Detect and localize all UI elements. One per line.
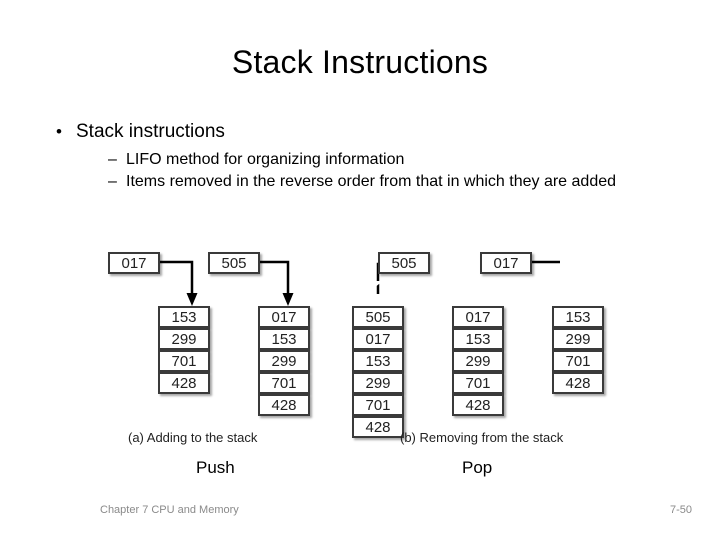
page-title: Stack Instructions — [231, 44, 489, 80]
bullet-level2-group: – LIFO method for organizing information… — [108, 150, 696, 193]
bullet-list: • Stack instructions – LIFO method for or… — [56, 120, 696, 193]
stack-cell: 299 — [352, 372, 404, 394]
stack-cell: 299 — [258, 350, 310, 372]
outgoing-value-b: 505 — [378, 252, 430, 274]
stack-diagram: 017 505 505 017 153 299 701 428 017 153 … — [100, 248, 630, 448]
bullet-level1: • Stack instructions — [56, 120, 696, 144]
stack-cell: 299 — [552, 328, 604, 350]
stack-cell: 428 — [158, 372, 210, 394]
list-item: – LIFO method for organizing information — [108, 150, 696, 171]
footer-page-number: 7-50 — [669, 504, 692, 516]
stack-cell: 153 — [552, 306, 604, 328]
stack-cell: 153 — [258, 328, 310, 350]
figure-caption-b: (b) Removing from the stack — [400, 430, 564, 445]
stack-cell: 428 — [552, 372, 604, 394]
dash-marker: – — [108, 172, 117, 190]
stack-cell: 428 — [452, 394, 504, 416]
footer-chapter: Chapter 7 CPU and Memory — [100, 504, 239, 516]
stack-cell: 153 — [452, 328, 504, 350]
stack-cell: 153 — [158, 306, 210, 328]
stack-cell: 017 — [352, 328, 404, 350]
figure-caption-a: (a) Adding to the stack — [128, 430, 258, 445]
incoming-value-a: 017 — [108, 252, 160, 274]
incoming-value-a2: 505 — [208, 252, 260, 274]
stack-cell: 428 — [352, 416, 404, 438]
push-label: Push — [196, 458, 235, 477]
stack-cell: 701 — [258, 372, 310, 394]
bullet-level2-text: LIFO method for organizing information — [126, 150, 405, 168]
outgoing-value-b2: 017 — [480, 252, 532, 274]
stack-cell: 701 — [452, 372, 504, 394]
stack-cell: 701 — [158, 350, 210, 372]
stack-cell: 701 — [552, 350, 604, 372]
dash-marker: – — [108, 150, 117, 168]
stack-cell: 017 — [258, 306, 310, 328]
bullet-level2-text: Items removed in the reverse order from … — [126, 172, 617, 190]
bullet-level1-text: Stack instructions — [76, 121, 225, 142]
stack-cell: 153 — [352, 350, 404, 372]
stack-cell: 299 — [452, 350, 504, 372]
stack-cell: 701 — [352, 394, 404, 416]
bullet-marker: • — [56, 122, 62, 141]
stack-cell: 017 — [452, 306, 504, 328]
stack-cell: 505 — [352, 306, 404, 328]
stack-cell: 299 — [158, 328, 210, 350]
list-item: – Items removed in the reverse order fro… — [108, 172, 696, 193]
stack-cell: 428 — [258, 394, 310, 416]
pop-label: Pop — [462, 458, 493, 477]
